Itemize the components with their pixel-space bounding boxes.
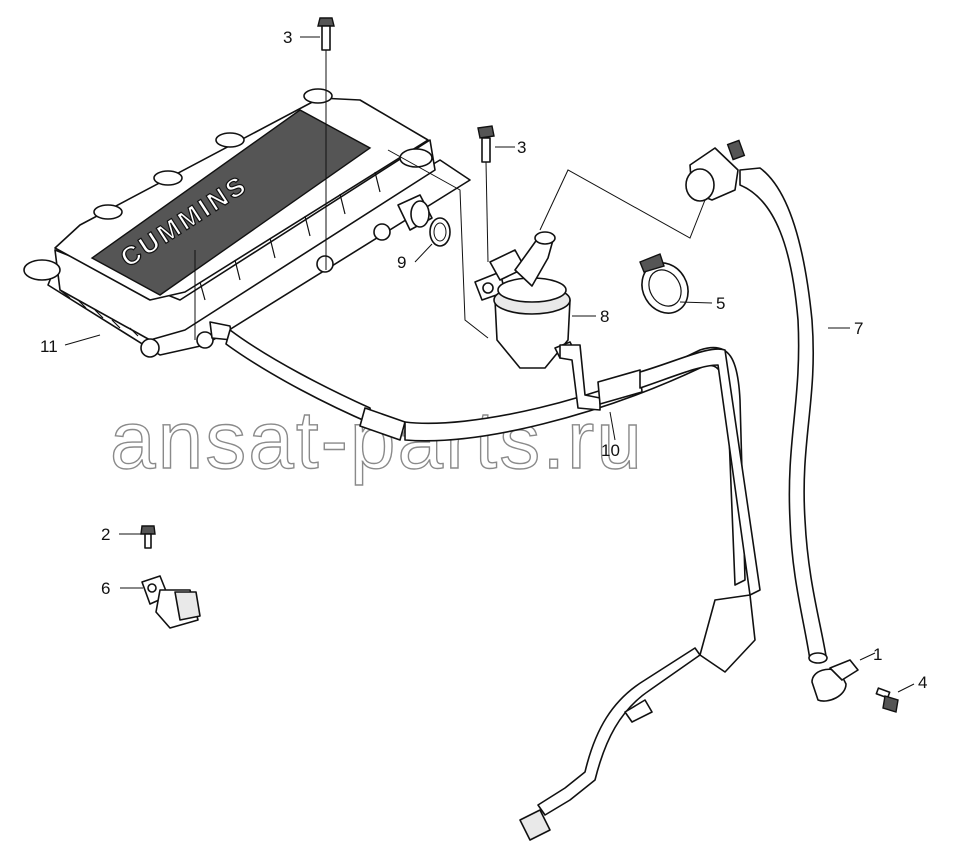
- o-ring-part-9: [429, 217, 451, 247]
- callout-labels: 1 2 3 3 4 5 6 7 8 9 10 11: [40, 28, 927, 692]
- hose-part-7: [685, 139, 828, 664]
- callout-6: 6: [101, 579, 110, 598]
- callout-1: 1: [873, 645, 882, 664]
- callout-3b: 3: [517, 138, 526, 157]
- callout-10: 10: [601, 441, 620, 460]
- callout-2: 2: [101, 525, 110, 544]
- valve-cover-part-11: CUMMINS: [23, 88, 471, 358]
- callout-7: 7: [854, 319, 863, 338]
- screw-part-2: [140, 525, 156, 549]
- callout-11: 11: [40, 337, 58, 356]
- callout-4: 4: [918, 673, 927, 692]
- callout-5: 5: [716, 294, 725, 313]
- leader-lines: [64, 36, 915, 693]
- callout-8: 8: [600, 307, 609, 326]
- sensor-part-6: [141, 575, 201, 629]
- bolt-part-3-upper: [317, 17, 335, 270]
- callout-9: 9: [397, 253, 406, 272]
- bolt-part-3-middle: [477, 125, 495, 263]
- tube-part-10: [225, 329, 761, 841]
- clip-part-1: [811, 659, 859, 702]
- callout-3a: 3: [283, 28, 292, 47]
- hose-clamp-part-5: [639, 253, 689, 314]
- bolt-part-4: [875, 687, 899, 713]
